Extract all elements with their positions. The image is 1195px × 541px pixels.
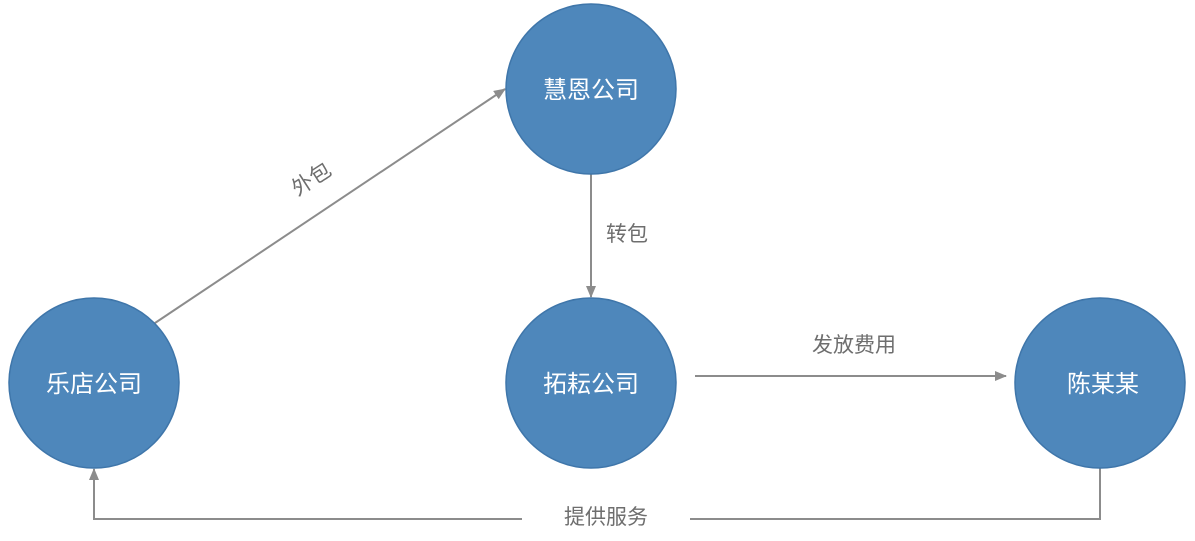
edge-service-line-left <box>89 468 522 520</box>
edge-subcontract-label: 转包 <box>606 222 648 246</box>
node-ledian: 乐店公司 <box>8 297 180 469</box>
node-tuoyun: 拓耘公司 <box>505 297 677 469</box>
edge-payment-label: 发放费用 <box>812 333 896 357</box>
node-huien: 慧恩公司 <box>505 3 677 175</box>
node-chen: 陈某某 <box>1014 297 1186 469</box>
node-huien-circle <box>505 3 677 175</box>
node-huien-label: 慧恩公司 <box>543 76 639 104</box>
node-tuoyun-label: 拓耘公司 <box>543 370 639 398</box>
edge-outsource-label: 外包 <box>287 158 335 201</box>
edge-service-label: 提供服务 <box>564 505 648 529</box>
node-chen-label: 陈某某 <box>1067 370 1139 398</box>
node-chen-circle <box>1014 297 1186 469</box>
edge-outsource-line <box>154 88 506 324</box>
node-ledian-circle <box>8 297 180 469</box>
node-tuoyun-circle <box>505 297 677 469</box>
node-ledian-label: 乐店公司 <box>46 370 142 398</box>
edge-service-line-right <box>690 468 1101 520</box>
